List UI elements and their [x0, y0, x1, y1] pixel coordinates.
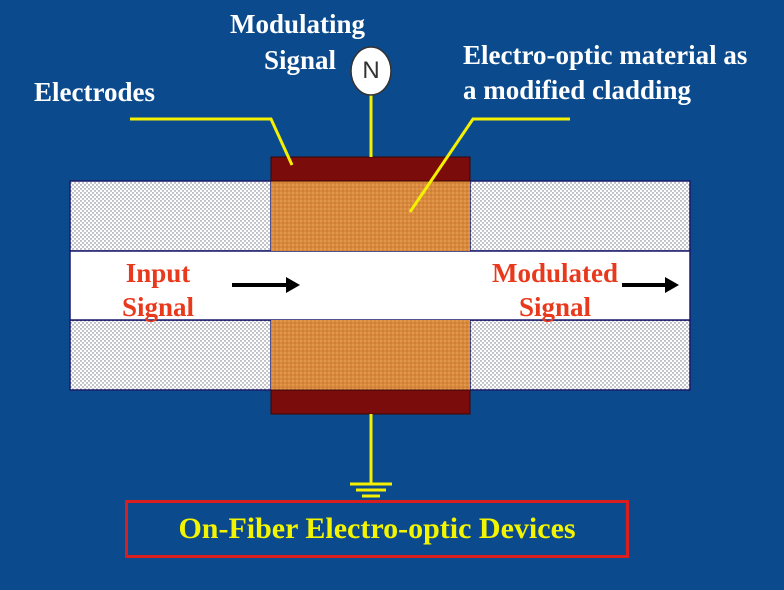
cladding-right-top: [469, 180, 691, 252]
material-label-line2: a modified cladding: [463, 75, 692, 105]
electro-optic-material-top: [271, 181, 470, 251]
material-leader-line: [408, 117, 570, 213]
electrodes-leader-line: [130, 117, 294, 166]
input-arrow-icon: [232, 277, 300, 293]
input-signal-label-line1: Input: [125, 258, 191, 288]
electrode-top: [270, 156, 471, 182]
signal-source-icon: [350, 46, 392, 96]
ground-icon: [350, 482, 392, 498]
electro-optic-material-bottom: [271, 320, 470, 390]
input-signal-label-line2: Signal: [121, 292, 195, 322]
material-label-line1: Electro-optic material as: [463, 40, 748, 70]
cladding-left-top: [69, 180, 272, 252]
modulating-label-line1: Modulating: [230, 9, 366, 39]
source-symbol: N: [362, 57, 380, 84]
electrode-bottom: [270, 389, 471, 415]
fiber-core: [69, 250, 691, 321]
caption: On-Fiber Electro-optic Devices: [178, 512, 576, 545]
modulated-signal-label-line2: Signal: [518, 292, 592, 322]
output-arrow-icon: [622, 277, 679, 293]
electrodes-label: Electrodes: [34, 77, 155, 107]
modulating-label-line2: Signal: [264, 45, 337, 75]
caption-box: On-Fiber Electro-optic Devices: [125, 500, 629, 558]
modulated-signal-label-line1: Modulated: [491, 258, 618, 288]
cladding-right-bottom: [469, 319, 691, 391]
cladding-left-bottom: [69, 319, 272, 391]
